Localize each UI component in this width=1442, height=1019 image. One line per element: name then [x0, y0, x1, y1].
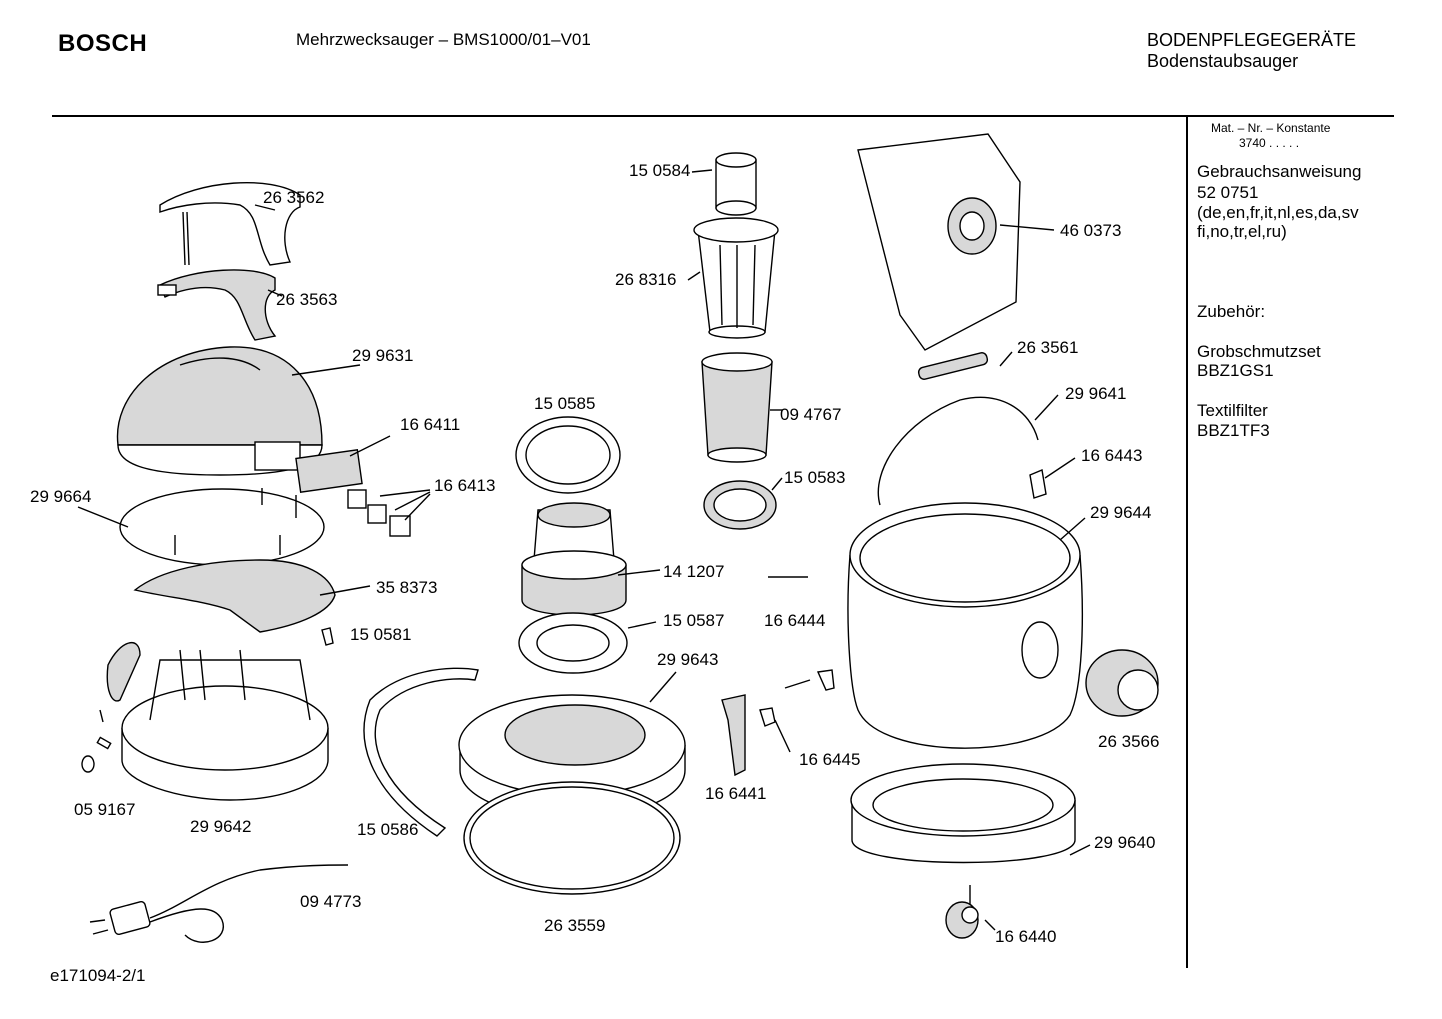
- mounting-plate: [119, 488, 325, 566]
- handle-top: [159, 182, 301, 266]
- accessory-name: Grobschmutzset: [1197, 342, 1321, 361]
- motor-seal: [518, 612, 628, 674]
- part-label: 26 3563: [276, 290, 338, 309]
- accessories-title: Zubehör:: [1197, 302, 1266, 321]
- part-label: 26 8316: [615, 270, 677, 289]
- latch-clip: [759, 707, 776, 727]
- part-label: 29 9644: [1090, 503, 1152, 522]
- part-label: 26 3562: [263, 188, 325, 207]
- part-label: 26 3559: [544, 916, 606, 935]
- part-label: 09 4773: [300, 892, 362, 911]
- part-label: 35 8373: [376, 578, 438, 597]
- dust-bag: [857, 133, 1021, 351]
- latch-lever: [721, 694, 746, 777]
- accessory-code: BBZ1TF3: [1197, 421, 1270, 440]
- part-label: 15 0584: [629, 161, 691, 180]
- part-label: 16 6444: [764, 611, 826, 630]
- part-label: 16 6443: [1081, 446, 1143, 465]
- part-label: 09 4767: [780, 405, 842, 424]
- castor-wheel: [945, 885, 979, 939]
- manual-languages-cont: fi,no,tr,el,ru): [1197, 222, 1287, 241]
- part-label: 16 6445: [799, 750, 861, 769]
- container-clip: [1029, 469, 1047, 499]
- part-label: 14 1207: [663, 562, 725, 581]
- mat-number-header: Mat. – Nr. – Konstante: [1211, 121, 1331, 135]
- motor-ring: [515, 416, 621, 494]
- cartridge-filter: [701, 352, 773, 463]
- part-label: 29 9643: [657, 650, 719, 669]
- part-label: 15 0581: [350, 625, 412, 644]
- part-label: 05 9167: [74, 800, 136, 819]
- accessory-code: BBZ1GS1: [1197, 361, 1274, 380]
- power-cable: [89, 864, 349, 943]
- motor-housing: [121, 649, 329, 801]
- category-title: BODENPFLEGEGERÄTE: [1147, 30, 1357, 50]
- latch-hook: [784, 669, 835, 691]
- part-label: 29 9664: [30, 487, 92, 506]
- base-ring: [850, 763, 1076, 864]
- filter-cage: [693, 217, 779, 339]
- switch-plate: [295, 449, 363, 493]
- small-clip: [321, 627, 334, 646]
- handle-base: [157, 269, 277, 341]
- manual-number: 52 0751: [1197, 183, 1259, 202]
- screw-set: [81, 709, 112, 773]
- container: [847, 502, 1084, 749]
- model-title: Mehrzwecksauger – BMS1000/01–V01: [296, 30, 591, 49]
- part-label: 16 6413: [434, 476, 496, 495]
- part-label: 46 0373: [1060, 221, 1122, 240]
- header-divider: [52, 115, 1394, 117]
- motor: [521, 502, 627, 616]
- accessory-name: Textilfilter: [1197, 401, 1268, 420]
- part-label: 15 0587: [663, 611, 725, 630]
- part-label: 29 9641: [1065, 384, 1127, 403]
- category-subtitle: Bodenstaubsauger: [1147, 51, 1299, 71]
- part-label: 26 3566: [1098, 732, 1160, 751]
- part-label: 29 9640: [1094, 833, 1156, 852]
- manual-title: Gebrauchsanweisung: [1197, 162, 1362, 181]
- switch-set: [347, 489, 411, 537]
- float-cylinder: [715, 152, 757, 216]
- bag-holder: [917, 352, 989, 380]
- part-label: 16 6441: [705, 784, 767, 803]
- lid: [116, 346, 323, 476]
- part-label: 29 9631: [352, 346, 414, 365]
- part-label: 16 6411: [400, 415, 461, 434]
- sidebar-divider: [1186, 117, 1188, 968]
- part-label: 15 0583: [784, 468, 846, 487]
- wire-hoop: [877, 396, 1039, 506]
- mat-number-value: 3740 . . . . .: [1239, 136, 1300, 150]
- seal-strip: [363, 667, 479, 837]
- leader-lines: [77, 169, 1091, 931]
- part-label: 15 0585: [534, 394, 596, 413]
- side-knob: [1085, 649, 1159, 717]
- drawing-id: e171094-2/1: [50, 966, 146, 985]
- manual-languages: (de,en,fr,it,nl,es,da,sv: [1197, 203, 1359, 222]
- part-label: 29 9642: [190, 817, 252, 836]
- housing-gasket: [463, 781, 681, 895]
- brand-logo: BOSCH: [58, 30, 148, 57]
- side-part: [106, 642, 141, 702]
- part-label: 15 0586: [357, 820, 419, 839]
- part-label: 26 3561: [1017, 338, 1079, 357]
- part-label: 16 6440: [995, 927, 1057, 946]
- filter-mat: [133, 559, 336, 633]
